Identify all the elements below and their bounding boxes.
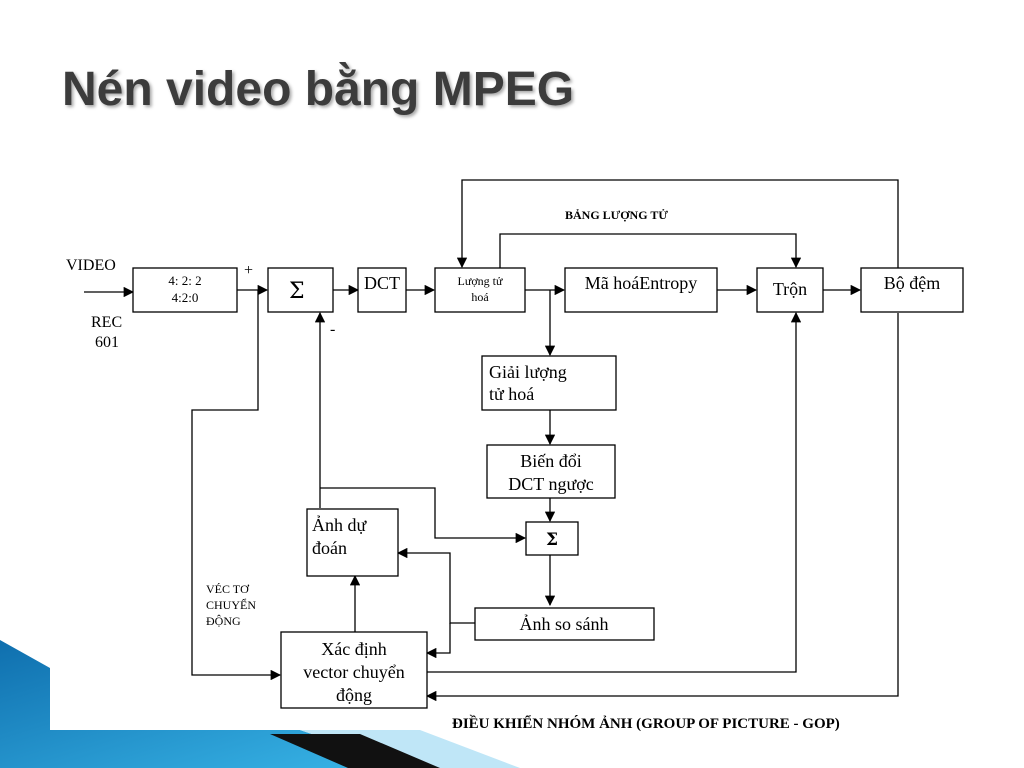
plus-sign: + xyxy=(244,262,253,279)
idct-box: Biến đổi DCT ngược xyxy=(486,444,616,499)
motion-label-2: vector chuyển xyxy=(303,662,404,682)
sum-symbol: Σ xyxy=(289,279,305,304)
sampling-label-1: 4: 2: 2 xyxy=(168,273,201,288)
dct-box: DCT xyxy=(357,267,407,313)
dequantizer-label-1: Giải lượng xyxy=(489,362,567,382)
mv-label-1: VÉC TƠ xyxy=(206,582,250,596)
arrow-motion-to-mux xyxy=(427,311,802,673)
quantizer-box: Lượng tử hoá xyxy=(434,267,526,313)
predicted-label-1: Ảnh dự xyxy=(312,515,367,535)
arrow-reference-to-predicted xyxy=(396,547,475,624)
mux-label: Trộn xyxy=(773,279,807,299)
rec-label-1: REC xyxy=(91,314,122,331)
mv-label-2: CHUYỂN xyxy=(206,597,256,612)
sum2-box: Σ xyxy=(525,521,579,556)
arrow-gop-control xyxy=(425,313,899,702)
decor-dark-band xyxy=(270,734,440,768)
quantizer-label-1: Lượng tử xyxy=(457,274,503,288)
slide-title: Nén video bằng MPEG xyxy=(62,63,575,116)
reference-box: Ảnh so sánh xyxy=(474,607,655,641)
arrow-reference-to-motion xyxy=(425,623,451,659)
motion-box: Xác định vector chuyển động xyxy=(280,631,428,709)
sum2-symbol: Σ xyxy=(546,530,558,550)
arrow-buffer-feedback xyxy=(456,179,899,269)
rec-label-2: 601 xyxy=(95,334,119,351)
dct-label: DCT xyxy=(364,273,400,293)
arrow-predicted-to-sum2 xyxy=(320,487,527,544)
buffer-label: Bộ đệm xyxy=(884,273,941,293)
entropy-label: Mã hoáEntropy xyxy=(585,273,697,293)
idct-label-2: DCT ngược xyxy=(508,474,593,494)
reference-label: Ảnh so sánh xyxy=(520,614,609,634)
entropy-box: Mã hoáEntropy xyxy=(564,267,718,313)
quant-table-label: BẢNG LƯỢNG TỬ xyxy=(565,208,668,222)
gop-label: ĐIỀU KHIỂN NHÓM ẢNH (GROUP OF PICTURE - … xyxy=(452,714,840,732)
dequantizer-box: Giải lượng tử hoá xyxy=(481,355,617,411)
arrow-video-to-motion xyxy=(191,290,282,681)
buffer-box: Bộ đệm xyxy=(860,267,964,313)
sampling-box: 4: 2: 2 4:2:0 xyxy=(132,267,238,313)
idct-label-1: Biến đổi xyxy=(520,451,582,471)
mv-label-3: ĐỘNG xyxy=(206,614,241,628)
dequantizer-label-2: tử hoá xyxy=(489,384,534,404)
predicted-label-2: đoán xyxy=(312,538,347,558)
minus-sign: - xyxy=(330,321,335,338)
sum-box: Σ xyxy=(267,267,334,313)
motion-label-1: Xác định xyxy=(321,639,386,659)
sampling-label-2: 4:2:0 xyxy=(172,290,199,305)
quantizer-label-2: hoá xyxy=(471,290,489,304)
predicted-box: Ảnh dự đoán xyxy=(306,508,399,577)
video-label: VIDEO xyxy=(66,257,116,274)
motion-label-3: động xyxy=(336,685,372,705)
mux-box: Trộn xyxy=(756,267,824,313)
arrow-quant-table xyxy=(499,233,802,269)
